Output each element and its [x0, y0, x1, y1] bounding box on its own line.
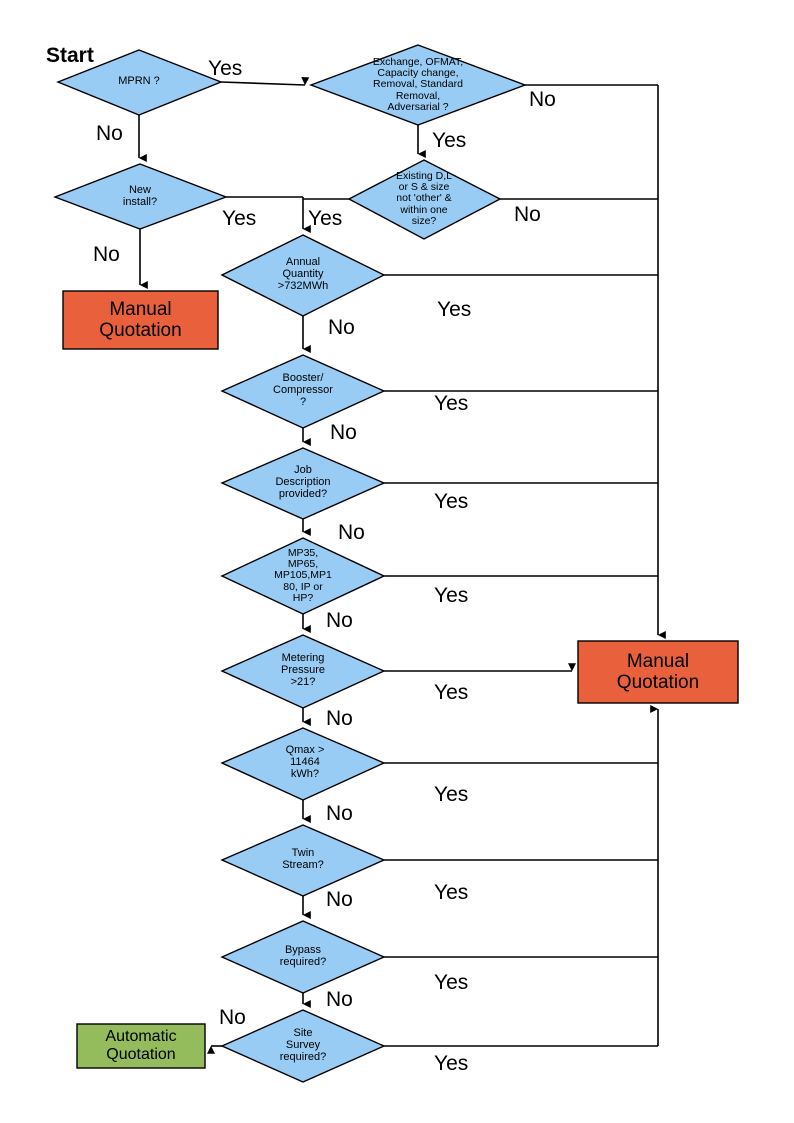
decision-shape-existing[interactable]	[347, 159, 502, 240]
edge-mprn-yes	[220, 77, 310, 86]
decision-shape-booster[interactable]	[220, 354, 386, 429]
terminal-shape-manual-left[interactable]	[62, 290, 219, 350]
decision-shape-jobdesc[interactable]	[220, 447, 386, 520]
decision-shape-new-install[interactable]	[53, 163, 228, 230]
terminal-shape-manual-right[interactable]	[577, 640, 739, 704]
decision-shape-exchange[interactable]	[309, 44, 527, 126]
decision-shape-mprn[interactable]	[56, 49, 223, 116]
decision-shape-sitesurvey[interactable]	[220, 1009, 386, 1083]
terminal-shape-automatic[interactable]	[76, 1023, 206, 1069]
decision-shape-mpclass[interactable]	[220, 537, 386, 615]
decision-shape-annual[interactable]	[220, 234, 386, 317]
decision-shape-metering[interactable]	[220, 634, 386, 709]
decision-shape-qmax[interactable]	[220, 727, 386, 801]
decision-shape-twin[interactable]	[220, 824, 386, 897]
decision-shape-bypass[interactable]	[220, 920, 386, 994]
